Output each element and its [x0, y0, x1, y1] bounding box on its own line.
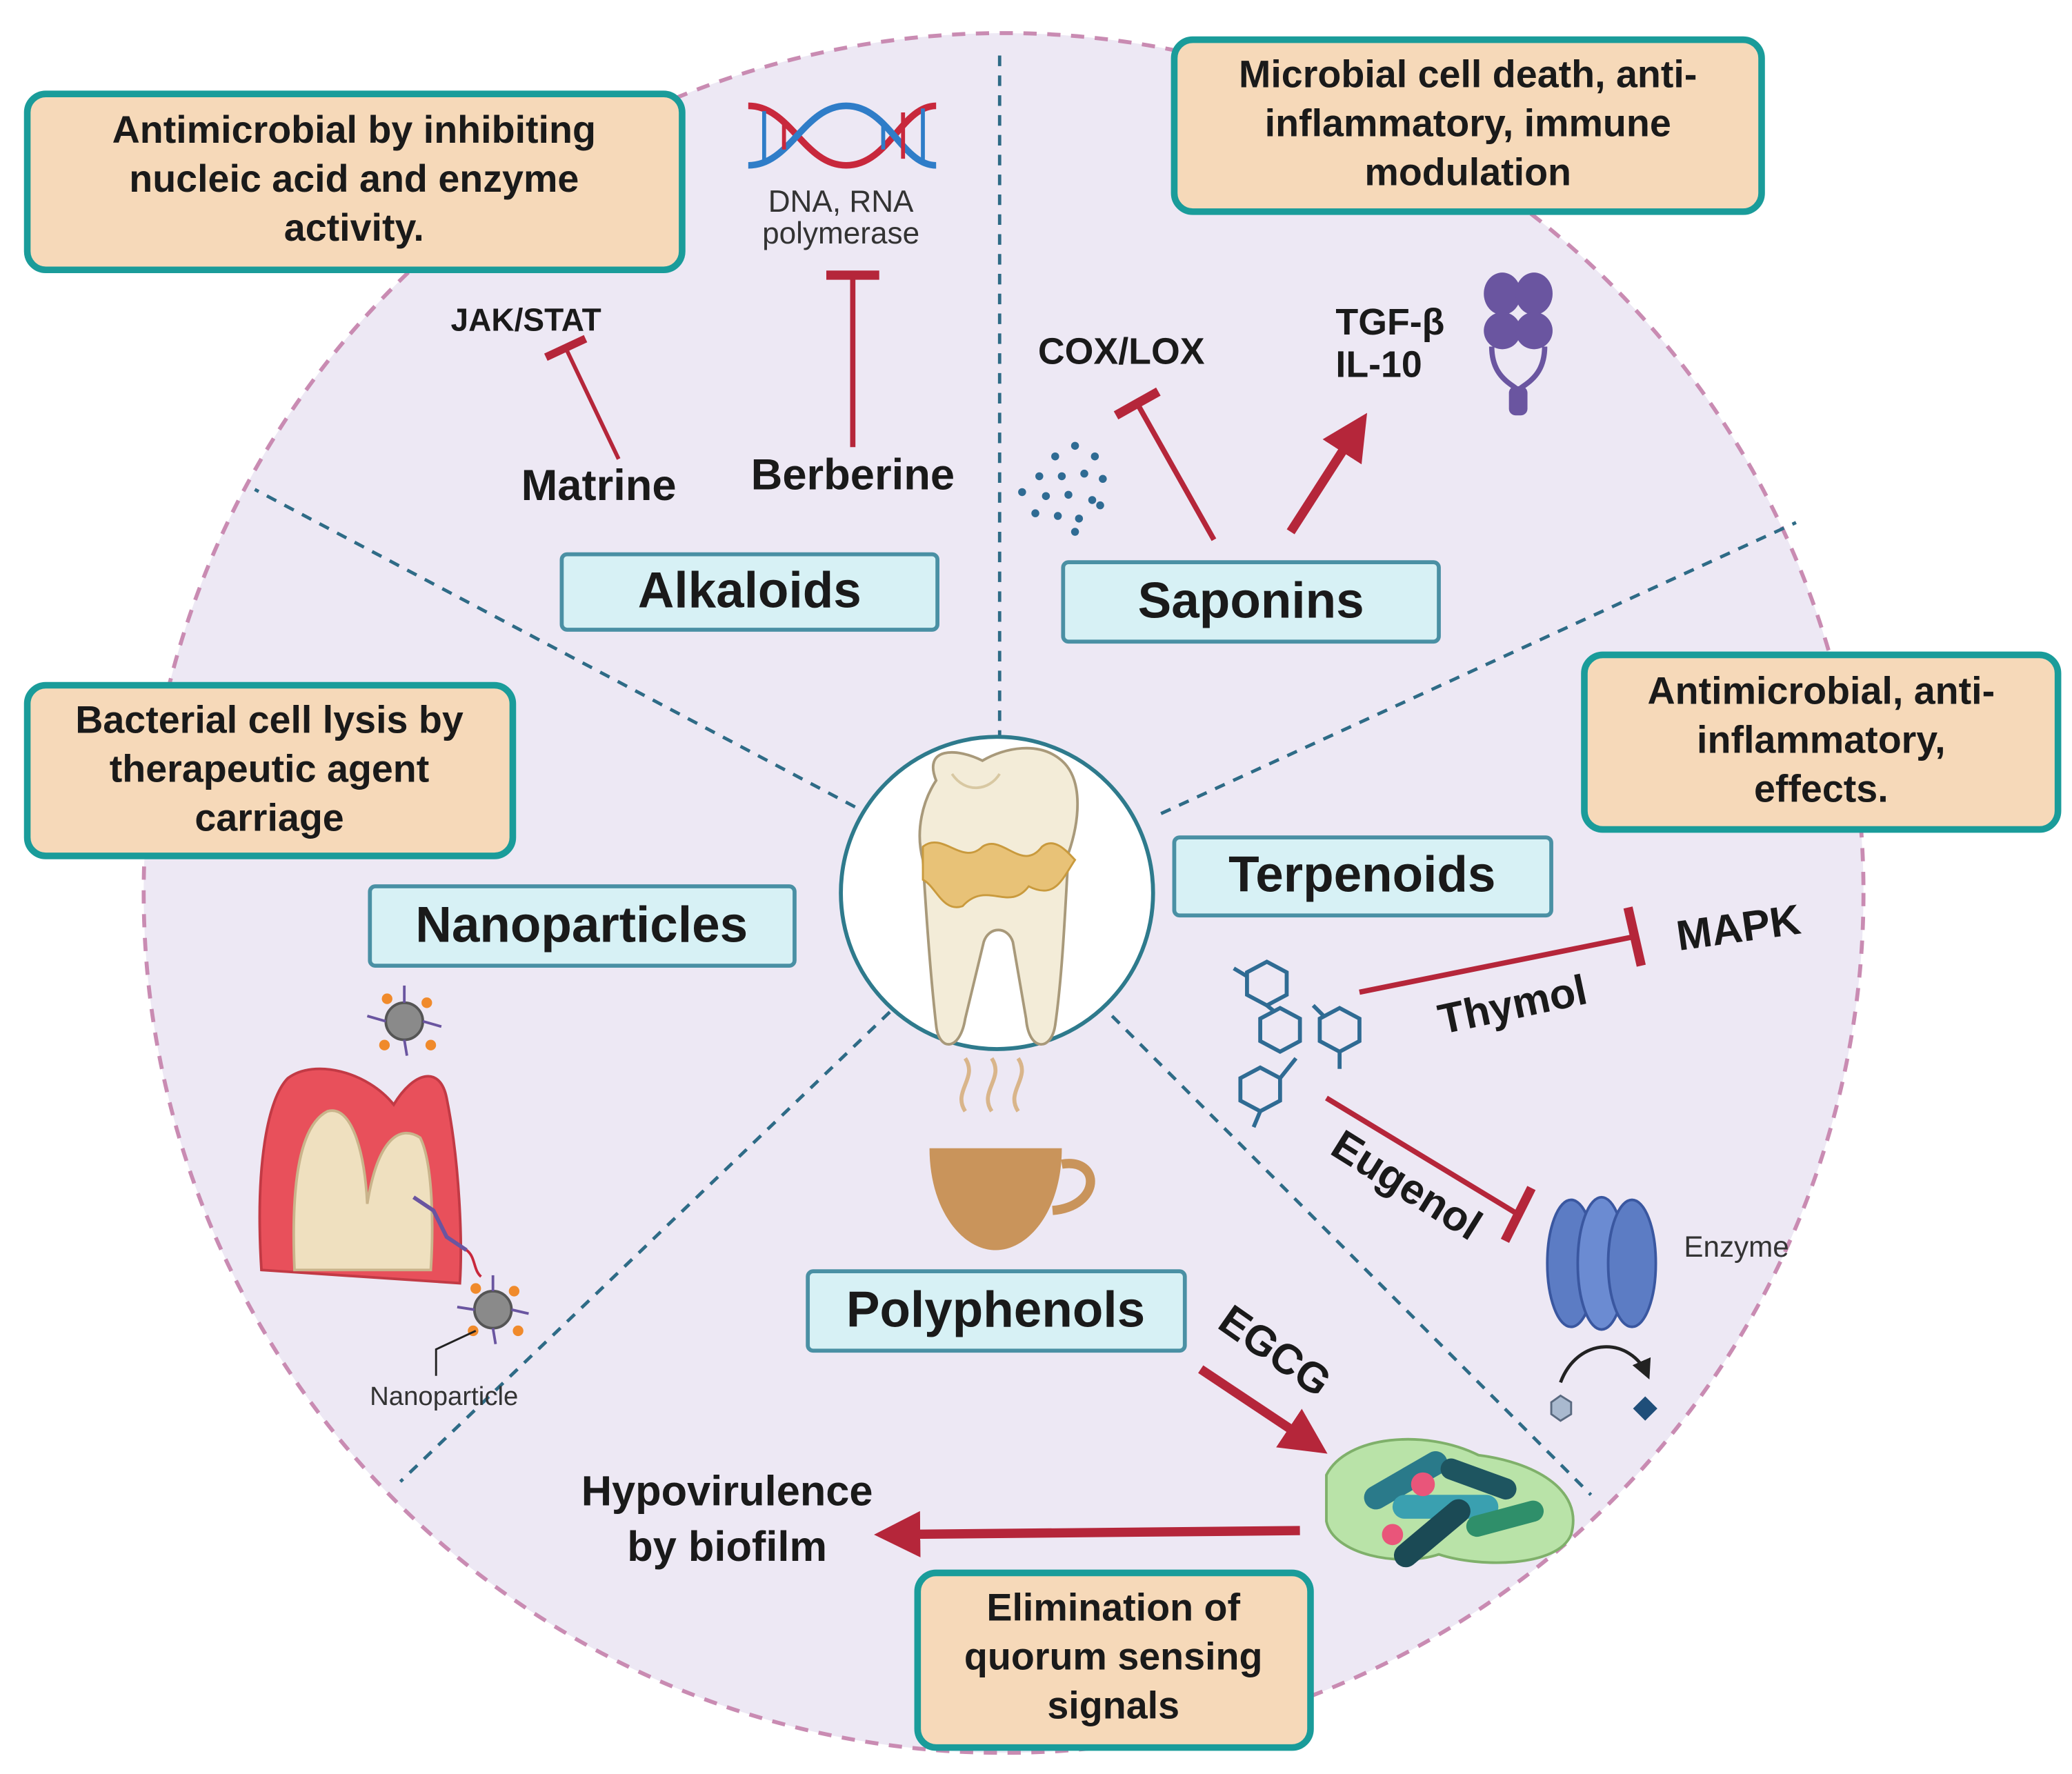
- biofilm-icon: [1325, 1437, 1575, 1568]
- class-box-polyphenols: Polyphenols: [806, 1269, 1187, 1353]
- effect-line: signals: [1047, 1684, 1179, 1726]
- effect-line: inflammatory,: [1697, 718, 1946, 761]
- effect-line: modulation: [1364, 151, 1571, 194]
- dna-rna-label: DNA, RNA: [768, 185, 914, 219]
- effect-line: Elimination of: [986, 1586, 1240, 1629]
- target-cox-lox: COX/LOX: [1038, 330, 1205, 372]
- class-box-nanoparticles: Nanoparticles: [368, 884, 797, 968]
- molecule-icon: [1233, 959, 1362, 1128]
- thymol-inhibit-bar: [1359, 906, 1646, 995]
- class-label-saponins: Saponins: [1138, 573, 1364, 629]
- class-box-terpenoids: Terpenoids: [1172, 835, 1553, 918]
- class-box-saponins: Saponins: [1061, 560, 1441, 644]
- saponin-inhibit-bar: [1113, 387, 1217, 541]
- saponin-activate-arrow: [1286, 412, 1368, 535]
- effect-box-alkaloids: Antimicrobial by inhibiting nucleic acid…: [23, 90, 686, 274]
- nanoparticle-label: Nanoparticle: [370, 1382, 518, 1411]
- effect-box-nanoparticles: Bacterial cell lysis by therapeutic agen…: [23, 681, 517, 859]
- compound-matrine: Matrine: [521, 461, 677, 510]
- compound-berberine: Berberine: [751, 451, 955, 499]
- class-label-alkaloids: Alkaloids: [638, 562, 861, 618]
- effect-line: quorum sensing: [964, 1635, 1263, 1677]
- nanoparticle-icon: [366, 985, 442, 1056]
- effect-line: Antimicrobial, anti-: [1648, 669, 1995, 712]
- effect-line: effects.: [1754, 767, 1889, 810]
- outcome-hypovirulence: Hypovirulence: [581, 1468, 873, 1515]
- class-label-nanoparticles: Nanoparticles: [415, 897, 748, 953]
- effect-box-polyphenols: Elimination of quorum sensing signals: [914, 1569, 1314, 1751]
- effect-line: Antimicrobial by inhibiting: [112, 108, 596, 151]
- class-label-terpenoids: Terpenoids: [1228, 847, 1495, 903]
- effect-line: therapeutic agent: [110, 748, 430, 790]
- class-label-polyphenols: Polyphenols: [846, 1282, 1145, 1338]
- effect-line: inflammatory, immune: [1265, 102, 1671, 145]
- effect-box-saponins: Microbial cell death, anti- inflammatory…: [1171, 36, 1765, 215]
- target-jak-stat: JAK/STAT: [451, 301, 601, 337]
- coffee-cup-icon: [929, 1057, 1095, 1250]
- berberine-inhibit-bar: [826, 270, 879, 448]
- enzyme-icon: [1546, 1195, 1657, 1422]
- target-il-10: IL-10: [1335, 344, 1422, 386]
- matrine-inhibit-bar: [544, 335, 621, 460]
- hypovirulence-arrow: [874, 1511, 1300, 1557]
- dna-icon: [748, 102, 937, 169]
- effect-line: Bacterial cell lysis by: [75, 699, 464, 741]
- particles-icon: [1018, 441, 1107, 536]
- effect-line: Microbial cell death, anti-: [1239, 53, 1697, 96]
- effect-box-terpenoids: Antimicrobial, anti- inflammatory, effec…: [1581, 651, 2062, 833]
- dna-rna-label: polymerase: [762, 217, 919, 250]
- eugenol-inhibit-bar: [1325, 1095, 1536, 1244]
- target-enzyme: Enzyme: [1684, 1230, 1789, 1263]
- egcg-arrow: [1198, 1365, 1328, 1454]
- effect-line: carriage: [195, 796, 343, 839]
- tooth-icon: [918, 746, 1079, 1046]
- gum-bone-icon: [258, 1067, 482, 1285]
- center-tooth-group: [839, 735, 1155, 1051]
- target-tgf-beta: TGF-β: [1335, 301, 1444, 343]
- wheel-dividers: [254, 52, 1797, 1497]
- outcome-hypovirulence: by biofilm: [627, 1523, 827, 1571]
- effect-line: activity.: [284, 206, 424, 249]
- effect-line: nucleic acid and enzyme: [129, 157, 579, 200]
- class-box-alkaloids: Alkaloids: [559, 552, 939, 632]
- nanoparticle-icon: [435, 1275, 529, 1376]
- antibody-icon: [1484, 272, 1553, 416]
